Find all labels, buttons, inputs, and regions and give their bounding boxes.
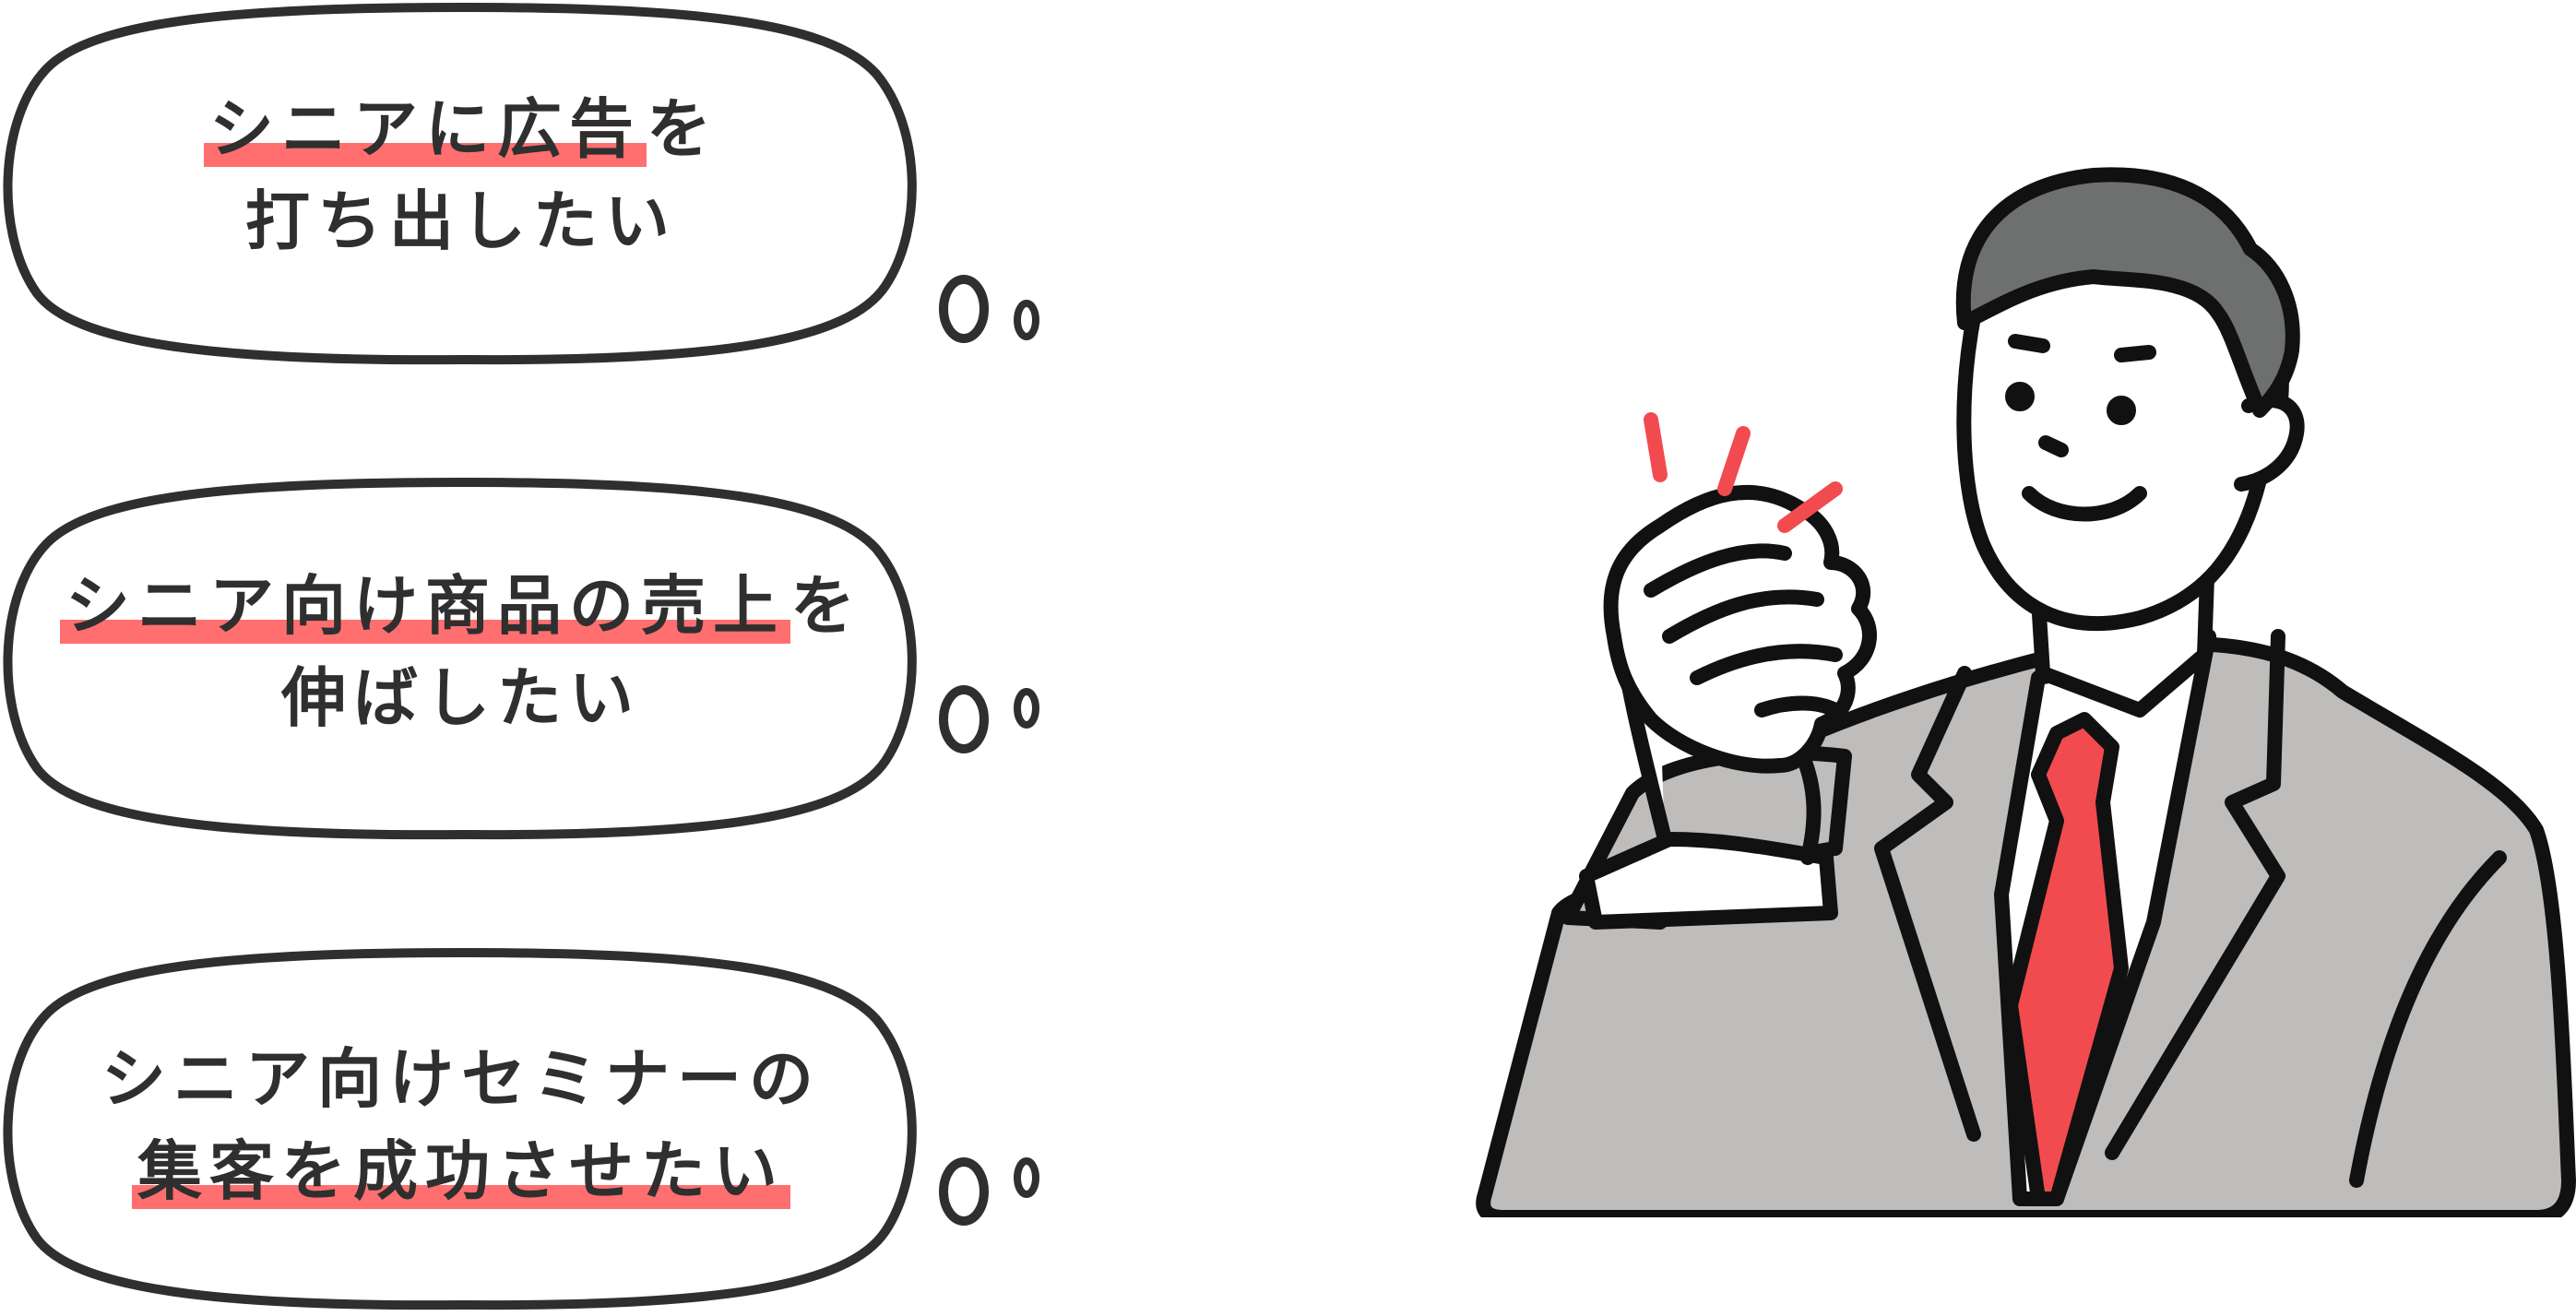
fist	[1603, 484, 1877, 774]
thought-dots-icon	[939, 1157, 1039, 1226]
sparkle-marks-icon	[1644, 412, 1843, 533]
bubble-1-text: シニアに広告を 打ち出したい	[0, 83, 922, 267]
bubble-1-line2: 打ち出したい	[245, 184, 677, 259]
lapel-left	[1874, 666, 1981, 1142]
thought-bubble-2: シニア向け商品の売上を 伸ばしたい	[0, 475, 932, 844]
thought-dots-icon	[939, 275, 1039, 343]
thought-bubble-3: シニア向けセミナーの 集客を成功させたい	[0, 945, 932, 1314]
businessman-illustration	[1476, 167, 2576, 1217]
lapel-right	[2105, 629, 2285, 1160]
bubble-3-highlight: 集客を成功させたい	[132, 1133, 790, 1209]
cuff	[1579, 832, 1838, 930]
bubble-1-line1-rest: を	[647, 91, 718, 167]
bubble-3-text: シニア向けセミナーの 集客を成功させたい	[0, 1033, 922, 1217]
tie	[2003, 712, 2129, 1206]
thought-bubble-1: シニアに広告を 打ち出したい	[0, 0, 932, 369]
bubble-1-highlight: シニアに広告	[204, 91, 647, 167]
bubble-2-text: シニア向け商品の売上を 伸ばしたい	[0, 560, 922, 744]
bubble-2-highlight: シニア向け商品の売上	[60, 568, 790, 644]
smile	[2022, 486, 2147, 522]
bubble-3-line1: シニア向けセミナーの	[101, 1041, 821, 1117]
ear	[2234, 393, 2305, 492]
bubble-2-line2: 伸ばしたい	[281, 660, 641, 736]
bubble-outline	[3, 947, 917, 1310]
hair	[1955, 167, 2300, 418]
thought-dots-icon	[939, 685, 1039, 753]
bubble-2-line1-rest: を	[790, 568, 862, 644]
